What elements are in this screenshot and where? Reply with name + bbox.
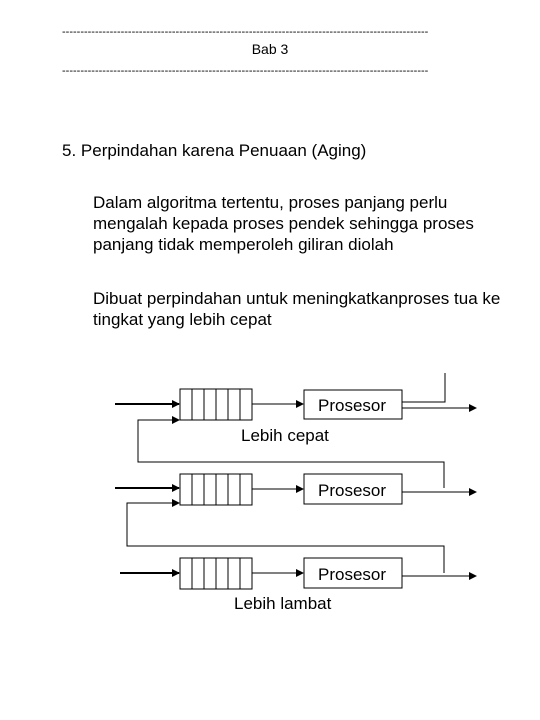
promotion-line-level-2-to-1 bbox=[137, 416, 445, 488]
queue-level-1: Prosesor bbox=[115, 373, 477, 421]
slow-level-label: Lebih lambat bbox=[234, 594, 332, 613]
header-rule-top: ----------------------------------------… bbox=[62, 26, 429, 38]
processor-box-level-3 bbox=[303, 557, 403, 589]
queue-level-2: Prosesor bbox=[115, 473, 477, 506]
processor-label-level-1: Prosesor bbox=[318, 396, 386, 415]
paragraph-aging-solution: Dibuat perpindahan untuk meningkatkanpro… bbox=[93, 289, 501, 329]
return-line-top bbox=[402, 373, 446, 403]
header-rule-bottom: ----------------------------------------… bbox=[62, 65, 429, 77]
promotion-line-level-3-to-2 bbox=[126, 499, 445, 573]
fast-level-label: Lebih cepat bbox=[241, 426, 329, 445]
processor-label-level-2: Prosesor bbox=[318, 481, 386, 500]
paragraph-aging-reason: Dalam algoritma tertentu, proses panjang… bbox=[93, 193, 474, 254]
page-header-title: Bab 3 bbox=[251, 41, 289, 57]
processor-box-level-2 bbox=[303, 473, 403, 505]
processor-box-level-1 bbox=[303, 389, 403, 420]
queue-level-3: Prosesor bbox=[120, 557, 477, 590]
processor-label-level-3: Prosesor bbox=[318, 565, 386, 584]
section-heading: 5. Perpindahan karena Penuaan (Aging) bbox=[62, 141, 367, 160]
